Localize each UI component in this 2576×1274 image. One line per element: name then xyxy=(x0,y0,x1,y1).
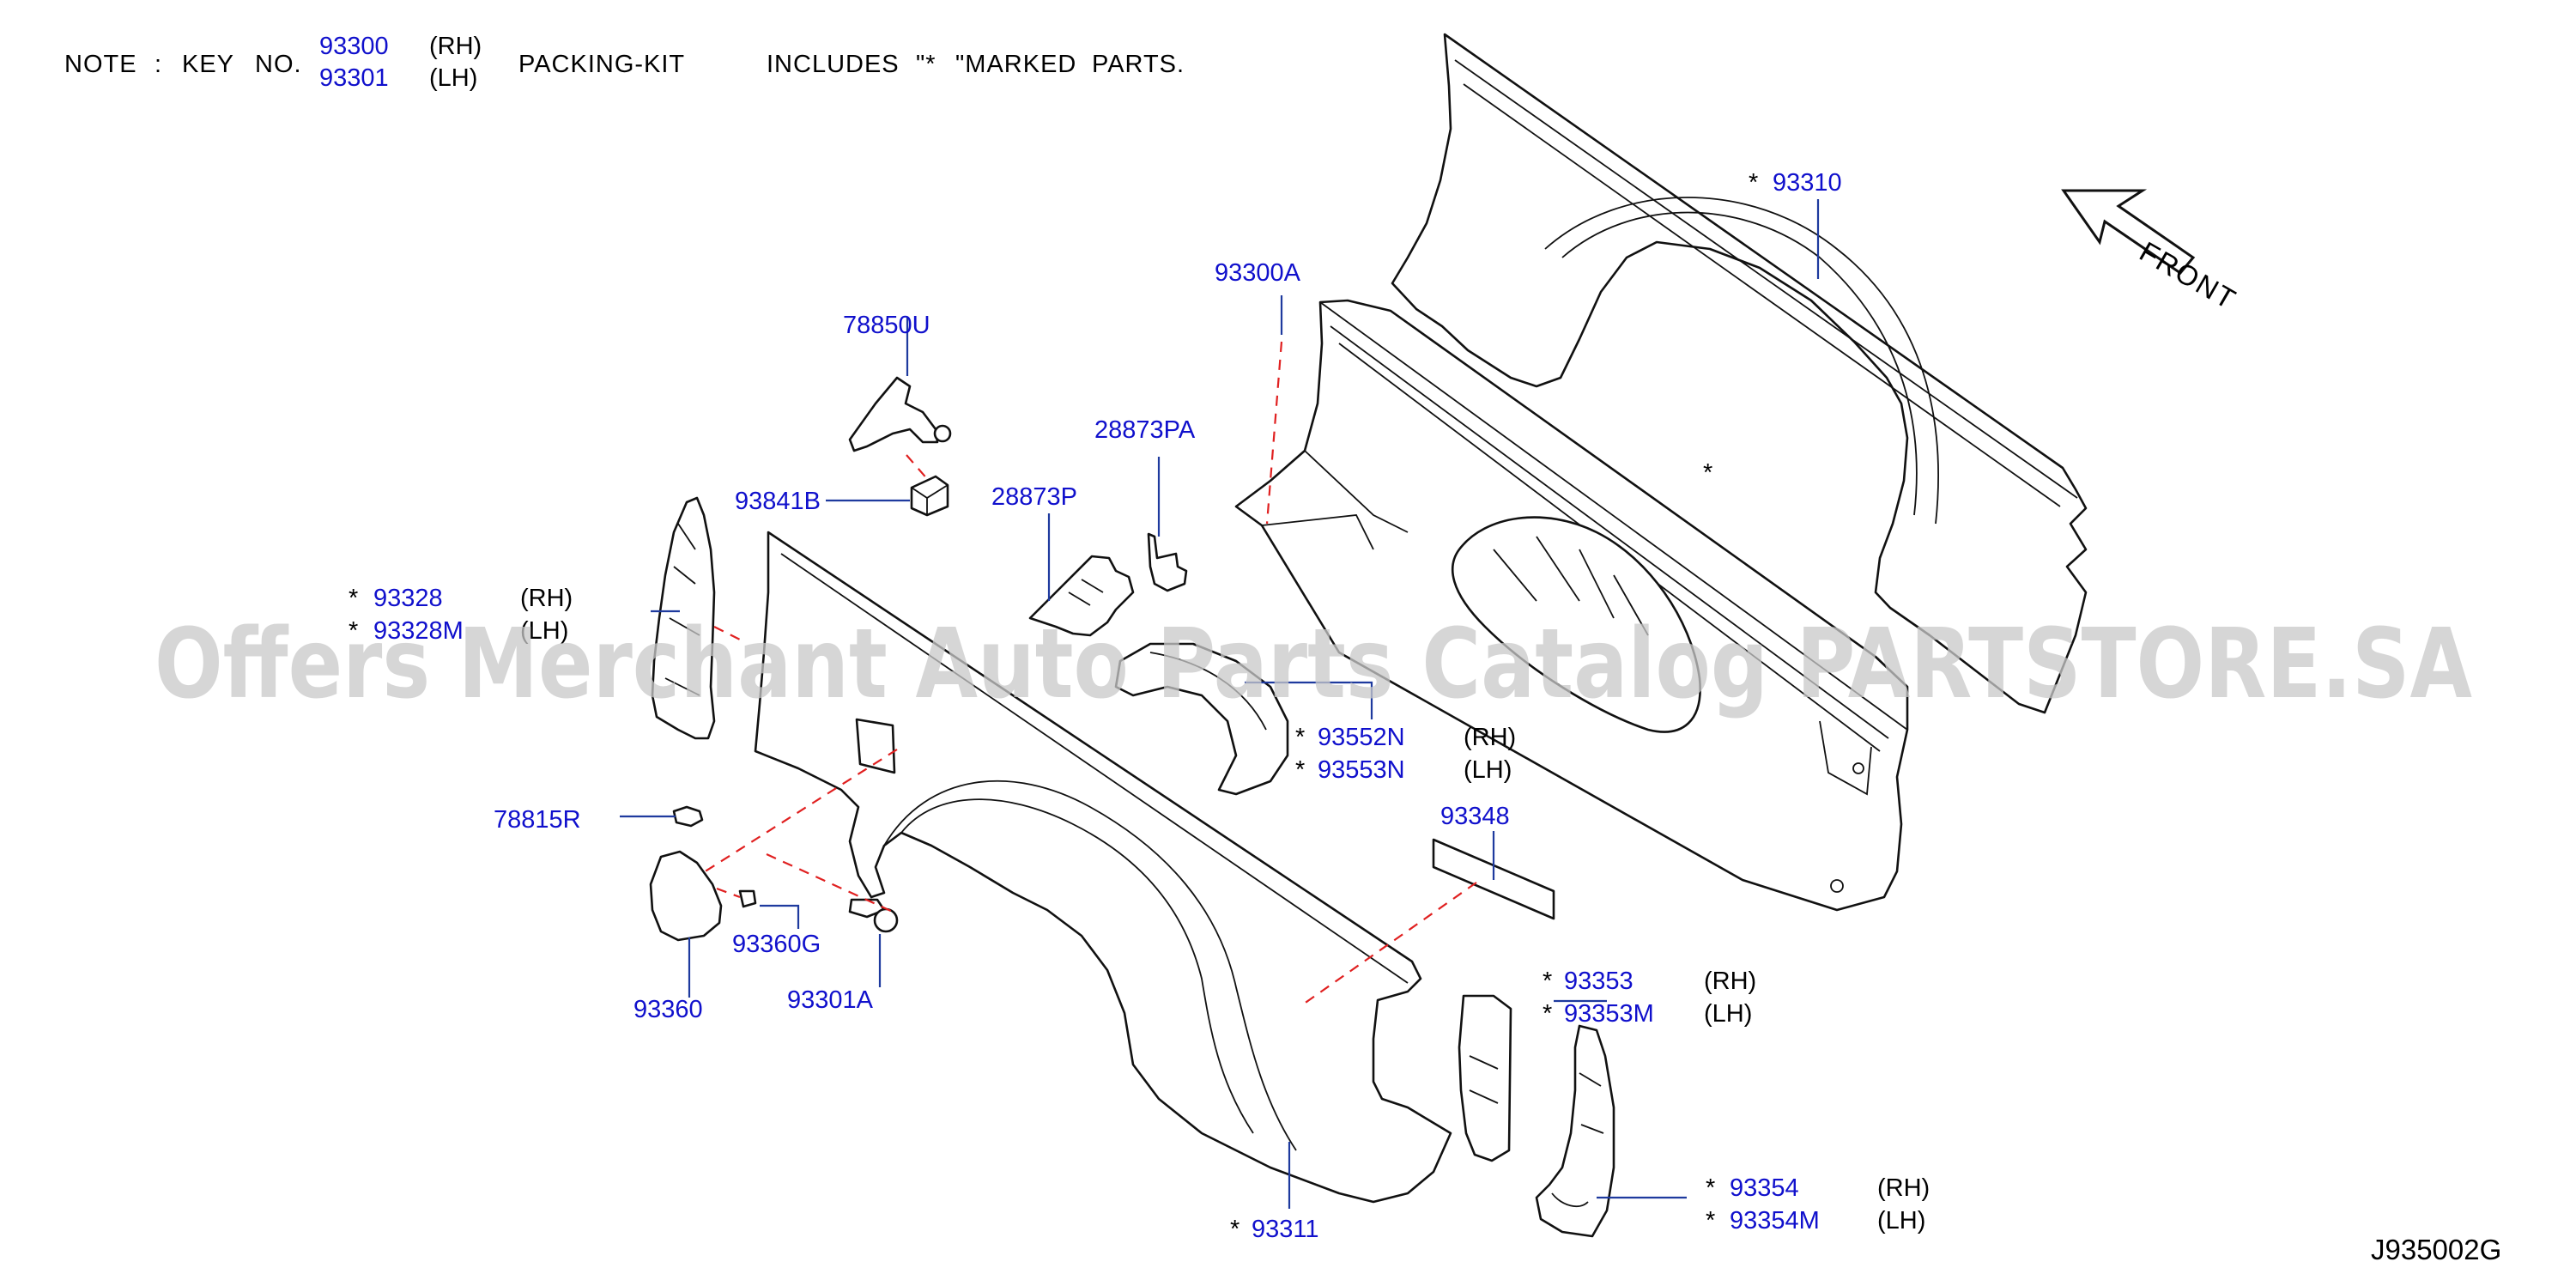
side-93553n: (LH) xyxy=(1464,756,1512,784)
part-link-93360[interactable]: 93360 xyxy=(633,996,703,1023)
upper-body-panel-drawing xyxy=(1391,33,2088,714)
front-arrow-icon xyxy=(2061,189,2196,276)
part-link-93353m[interactable]: 93353M xyxy=(1564,1000,1654,1028)
note-lh-side: (LH) xyxy=(429,64,477,92)
bracket-78850u-drawing xyxy=(848,376,952,452)
part-link-93841b[interactable]: 93841B xyxy=(735,488,821,515)
part-link-28873pa[interactable]: 28873PA xyxy=(1094,416,1196,444)
diagram-code: J935002G xyxy=(2371,1234,2501,1265)
bracket-28873pa-drawing xyxy=(1147,532,1188,592)
star-93328: * xyxy=(349,585,358,612)
side-93328m: (LH) xyxy=(520,617,568,645)
note-marked: "MARKED xyxy=(955,51,1076,78)
star-93552n: * xyxy=(1295,724,1305,751)
dashed-leaders xyxy=(703,341,1477,1007)
star-93354m: * xyxy=(1706,1207,1715,1235)
side-93354m: (LH) xyxy=(1877,1207,1925,1235)
front-label: FRONT xyxy=(2135,235,2243,316)
mudguard-93354-drawing xyxy=(1535,1024,1615,1238)
part-link-93300a[interactable]: 93300A xyxy=(1215,259,1301,287)
clip-78815r-drawing xyxy=(672,805,704,828)
front-direction-indicator: FRONT xyxy=(2061,189,2243,316)
side-93552n: (RH) xyxy=(1464,724,1516,751)
note-colon: : xyxy=(155,51,162,78)
watermark-text: Offers Merchant Auto Parts Catalog PARTS… xyxy=(155,609,2472,720)
note-parts: PARTS. xyxy=(1092,51,1185,78)
bolt-93301a-drawing xyxy=(848,898,899,933)
note-star-mark: "* xyxy=(916,51,936,78)
note-label: NOTE xyxy=(64,51,137,78)
star-inner-panel: * xyxy=(1703,459,1712,487)
note-no: NO. xyxy=(255,51,302,78)
part-link-78850u[interactable]: 78850U xyxy=(843,312,930,339)
note-includes: INCLUDES xyxy=(767,51,900,78)
part-link-93353[interactable]: 93353 xyxy=(1564,968,1633,995)
star-93353m: * xyxy=(1543,1000,1552,1028)
part-link-93311[interactable]: 93311 xyxy=(1252,1216,1319,1243)
lamp-93360-drawing xyxy=(649,850,723,942)
bracket-93353-drawing xyxy=(1458,994,1512,1162)
part-link-93328[interactable]: 93328 xyxy=(373,585,443,612)
part-link-93360g[interactable]: 93360G xyxy=(732,931,821,958)
star-93328m: * xyxy=(349,617,358,645)
part-labels: * 93310 * 93300A 78850U 28873PA 93841B 2… xyxy=(349,169,1930,1243)
part-link-93301a[interactable]: 93301A xyxy=(787,986,874,1014)
part-link-93310[interactable]: 93310 xyxy=(1773,169,1842,197)
inner-bed-panel-drawing xyxy=(1234,299,1909,912)
part-link-78815r[interactable]: 78815R xyxy=(494,806,581,834)
part-link-93348[interactable]: 93348 xyxy=(1440,803,1510,830)
star-93354: * xyxy=(1706,1174,1715,1202)
side-93353: (RH) xyxy=(1704,968,1756,995)
note-key: KEY xyxy=(182,51,234,78)
splash-shield-93552n-drawing xyxy=(1114,642,1289,796)
part-link-93552n[interactable]: 93552N xyxy=(1318,724,1405,751)
side-93354: (RH) xyxy=(1877,1174,1930,1202)
note-rh-side: (RH) xyxy=(429,33,482,60)
part-link-93553n[interactable]: 93553N xyxy=(1318,756,1405,784)
part-link-28873p[interactable]: 28873P xyxy=(991,483,1077,511)
packing-kit-note: NOTE : KEY NO. 93300 (RH) 93301 (LH) PAC… xyxy=(64,33,1185,92)
bracket-28873p-drawing xyxy=(1028,555,1135,637)
part-link-93354[interactable]: 93354 xyxy=(1730,1174,1799,1202)
part-link-93300[interactable]: 93300 xyxy=(319,33,389,60)
note-packing-kit: PACKING-KIT xyxy=(518,51,685,78)
side-93353m: (LH) xyxy=(1704,1000,1752,1028)
screw-93360g-drawing xyxy=(738,889,757,908)
part-link-93301[interactable]: 93301 xyxy=(319,64,389,92)
leader-lines xyxy=(620,199,1820,1209)
part-link-93354m[interactable]: 93354M xyxy=(1730,1207,1820,1235)
side-93328: (RH) xyxy=(520,585,573,612)
fender-93311-drawing xyxy=(754,531,1452,1204)
star-93310: * xyxy=(1749,169,1758,197)
star-93553n: * xyxy=(1295,756,1305,784)
star-93353: * xyxy=(1543,968,1552,995)
nut-93841b-drawing xyxy=(910,475,949,517)
part-link-93328m[interactable]: 93328M xyxy=(373,617,464,645)
star-93311: * xyxy=(1230,1216,1240,1243)
